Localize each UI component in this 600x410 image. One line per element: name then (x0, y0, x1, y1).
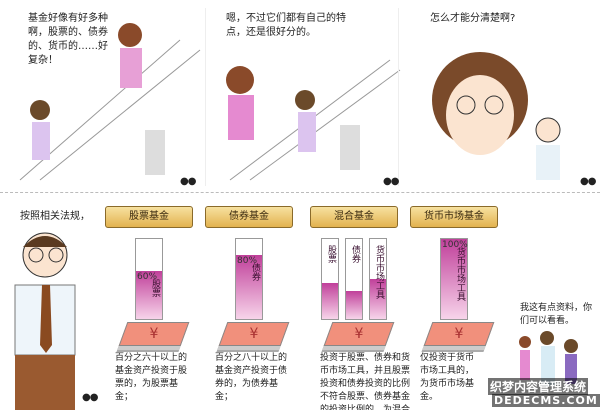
bar-label: 股票 (326, 245, 336, 263)
aside-speech: 我这有点资料，你们可以看看。 (520, 303, 593, 326)
allocation-bar: 货币市场工具 (440, 238, 468, 320)
fund-description: 投资于股票、债券和货币市场工具，并且股票投资和债券投资的比例不符合股票、债券基金… (320, 353, 411, 410)
allocation-bar-fill (441, 239, 467, 319)
allocation-bar: 债券 (235, 238, 263, 320)
man-with-glasses-icon (14, 232, 76, 410)
bar-label: 货币市场工具 (455, 247, 465, 301)
yuan-icon: ¥ (454, 326, 464, 342)
bar-label: 债券 (350, 245, 360, 263)
allocation-bar: 股票 (135, 238, 163, 320)
money-stack-icon: ¥ (218, 322, 290, 346)
row-divider (0, 192, 600, 193)
fund-description: 仅投资于货币市场工具的，为货币市场基金。 (420, 353, 475, 402)
fund-title-scroll: 混合基金 (310, 206, 398, 228)
yuan-icon: ¥ (354, 326, 364, 342)
flower-pot-icon (145, 125, 360, 175)
money-stack-icon: ¥ (323, 322, 395, 346)
allocation-bar: 货币市场工具 (369, 238, 387, 320)
speech-panel1: 基金好像有好多种啊，股票的、债券的、货币的……好复杂！ (28, 13, 108, 66)
top-illustrations (19, 23, 561, 181)
bar-label: 货币市场工具 (374, 245, 384, 299)
dots-icon: ●● (180, 176, 196, 187)
percent-label: 80% (237, 256, 258, 266)
fund-title-scroll: 货币市场基金 (410, 206, 498, 228)
fund-title-scroll: 股票基金 (105, 206, 193, 228)
dots-icon: ●● (82, 392, 98, 403)
woman-figure-icon (30, 23, 316, 160)
fund-description: 百分之六十以上的基金资产投资于股票的，为股票基金； (115, 353, 188, 402)
fund-title-scroll: 债券基金 (205, 206, 293, 228)
speech-panel2: 嗯，不过它们都有自己的特点，还是很好分的。 (226, 13, 346, 38)
allocation-bar-fill (370, 279, 386, 319)
allocation-bar-fill (322, 283, 338, 319)
intro-text: 按照相关法规， (20, 211, 90, 222)
bar-label: 股票 (150, 279, 160, 297)
dots-icon: ●● (580, 176, 596, 187)
watermark-line2: DEDECMS.COM (492, 394, 600, 407)
yuan-icon: ¥ (249, 326, 259, 342)
percent-label: 100% (442, 240, 468, 250)
money-stack-icon: ¥ (423, 322, 495, 346)
dots-icon: ●● (383, 176, 399, 187)
yuan-icon: ¥ (149, 326, 159, 342)
speech-panel3: 怎么才能分清楚啊? (430, 13, 516, 24)
allocation-bar: 股票 (321, 238, 339, 320)
allocation-bar-fill (346, 291, 362, 319)
bar-label: 债券 (250, 263, 260, 281)
allocation-bar: 债券 (345, 238, 363, 320)
allocation-bar-fill (236, 255, 262, 319)
fund-description: 百分之八十以上的基金资产投资于债券的，为债券基金； (215, 353, 288, 402)
panel-divider (205, 8, 206, 186)
money-stack-icon: ¥ (118, 322, 190, 346)
group-of-people-icon (519, 331, 578, 386)
percent-label: 60% (137, 272, 158, 282)
watermark-line1: 织梦内容管理系统 (488, 378, 589, 395)
panel-divider (398, 8, 399, 186)
curly-hair-woman-icon (432, 52, 561, 180)
allocation-bar-fill (136, 271, 162, 319)
